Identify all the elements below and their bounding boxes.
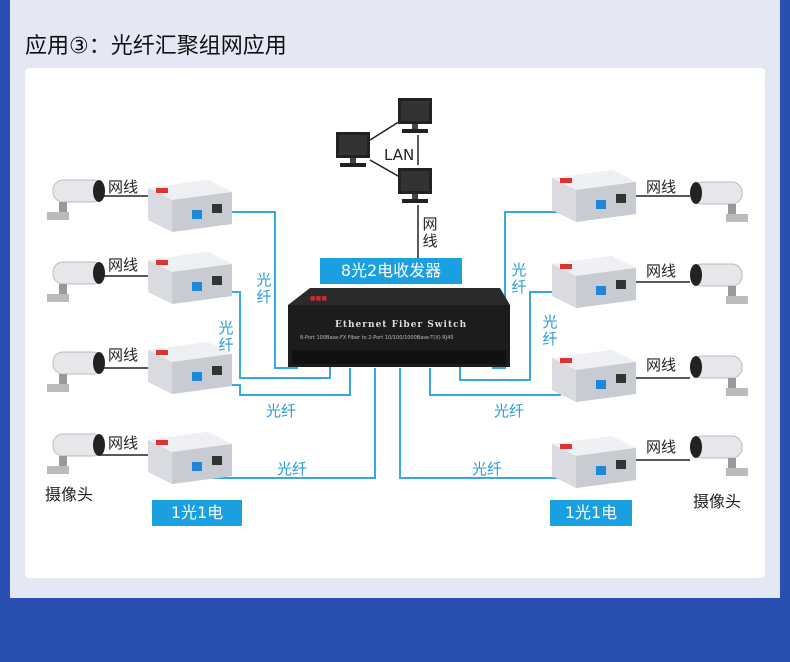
converter-icon xyxy=(552,170,636,222)
cable-label: 网线 xyxy=(108,346,139,364)
cable-label: 网线 xyxy=(108,256,139,274)
converter-tag: 1光1电 xyxy=(152,500,242,526)
cable-label: 网线 xyxy=(646,356,677,374)
camera-label: 摄像头 xyxy=(45,485,94,504)
camera-icon xyxy=(46,433,106,475)
cable-label: 网线 xyxy=(646,262,677,280)
page-title: 应用③：光纤汇聚组网应用 xyxy=(25,34,287,59)
camera-icon xyxy=(689,263,749,305)
fiber-label: 光纤 xyxy=(277,460,308,478)
converter-icon xyxy=(148,180,232,232)
cable-label: 网线 xyxy=(422,215,438,250)
converter-icon xyxy=(148,432,232,484)
converter-icon xyxy=(552,436,636,488)
camera-icon xyxy=(46,351,106,393)
cable-label: 网线 xyxy=(108,178,139,196)
switch-subtitle: 8-Port 100Base-FX Fiber to 2-Port 10/100… xyxy=(300,335,454,341)
fiber-label: 光纤 xyxy=(218,319,234,354)
camera-label: 摄像头 xyxy=(693,492,742,511)
converter-icon xyxy=(148,252,232,304)
camera-icon xyxy=(689,181,749,223)
converter-icon xyxy=(552,350,636,402)
camera-icon xyxy=(689,355,749,397)
cable-label: 网线 xyxy=(108,434,139,452)
camera-icon xyxy=(46,261,106,303)
computer-icon xyxy=(398,98,432,133)
fiber-label: 光纤 xyxy=(511,261,527,296)
svg-text:■■■: ■■■ xyxy=(310,295,327,302)
fiber-switch: ■■■ xyxy=(288,288,510,367)
hub-tag: 8光2电收发器 xyxy=(320,258,462,284)
switch-name: Ethernet Fiber Switch xyxy=(335,320,468,330)
fiber-label: 光纤 xyxy=(494,402,525,420)
fiber-label: 光纤 xyxy=(266,402,297,420)
fiber-label: 光纤 xyxy=(542,313,558,348)
fiber-label: 光纤 xyxy=(256,271,272,306)
cable-label: 网线 xyxy=(646,178,677,196)
computer-icon xyxy=(398,168,432,203)
converter-tag: 1光1电 xyxy=(550,500,632,526)
camera-icon xyxy=(689,435,749,477)
computer-icon xyxy=(336,132,370,167)
converter-icon xyxy=(552,256,636,308)
cable-label: 网线 xyxy=(646,438,677,456)
fiber-label: 光纤 xyxy=(472,460,503,478)
lan-label: LAN xyxy=(384,146,415,164)
copper-links xyxy=(100,117,690,461)
camera-icon xyxy=(46,179,106,221)
